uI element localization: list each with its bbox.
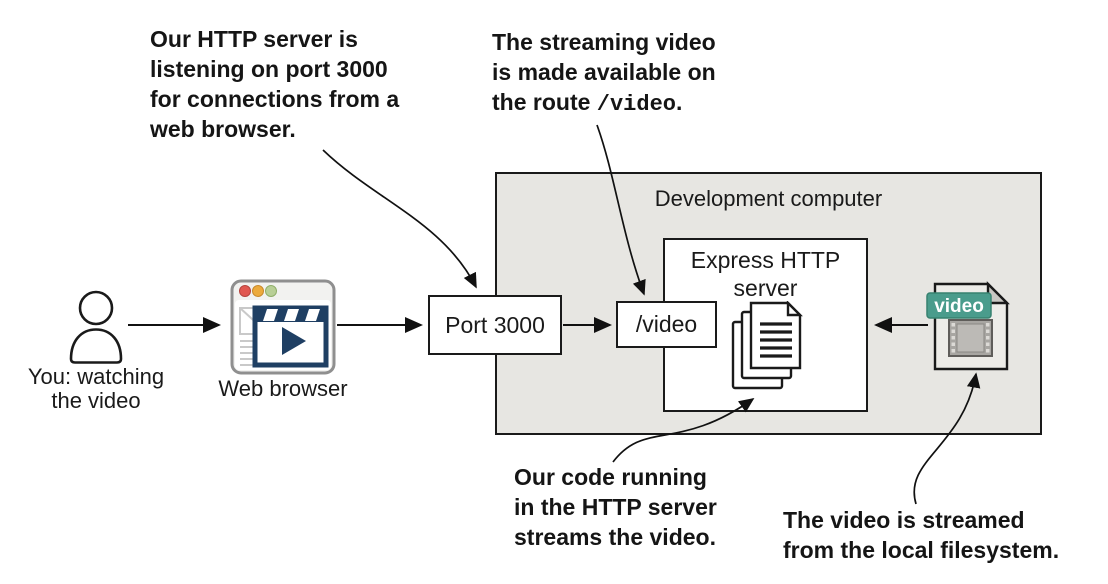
video-file-icon: video [926,281,1010,371]
browser-label: Web browser [218,376,348,401]
annotation-line: listening on port 3000 [150,56,388,82]
express-server-label: Express HTTP server [663,246,868,302]
annotation-line: streams the video. [514,524,716,550]
port-3000-label: Port 3000 [445,311,545,338]
document-stack-icon [731,301,803,390]
annotation-streaming-route: The streaming video is made available on… [492,27,716,120]
document-text-lines [760,322,792,358]
person-label-line2: the video [51,388,141,413]
annotation-text: . [676,89,683,115]
person-label-line1: You: watching [27,364,165,389]
annotation-text: the route [492,89,597,115]
annotation-line: is made available on [492,59,716,85]
annotation-line: for connections from a [150,86,400,112]
annotation-http-server: Our HTTP server is listening on port 300… [150,24,399,144]
annotation-arrow-port [322,149,477,289]
person-label: You: watching the video [10,365,182,413]
annotation-line: in the HTTP server [514,494,717,520]
route-code-text: /video [596,92,676,117]
browser-close-icon [239,285,251,297]
video-badge: video [926,292,992,319]
annotation-filesystem: The video is streamed from the local fil… [783,505,1059,565]
play-icon [282,327,306,355]
annotation-code-streams: Our code running in the HTTP server stre… [514,462,717,552]
video-route-box: /video [616,301,717,348]
browser-minimize-icon [252,285,264,297]
film-strip-icon [948,319,993,357]
port-3000-box: Port 3000 [428,295,562,355]
express-server-label-line1: Express HTTP [690,247,841,273]
annotation-line: The video is streamed [783,507,1025,533]
annotation-line: Our HTTP server is [150,26,358,52]
development-computer-label: Development computer [654,186,883,211]
annotation-line: Our code running [514,464,707,490]
express-server-label-line2: server [733,275,798,301]
video-badge-label: video [934,296,984,317]
video-player-icon [252,305,329,368]
annotation-line: the route /video. [492,87,716,120]
annotation-line: The streaming video [492,29,716,55]
video-route-label: /video [635,311,698,337]
browser-icon [230,279,336,375]
person-icon [69,290,123,364]
browser-zoom-icon [265,285,277,297]
annotation-line: from the local filesystem. [783,537,1060,563]
annotation-line: web browser. [150,116,296,142]
